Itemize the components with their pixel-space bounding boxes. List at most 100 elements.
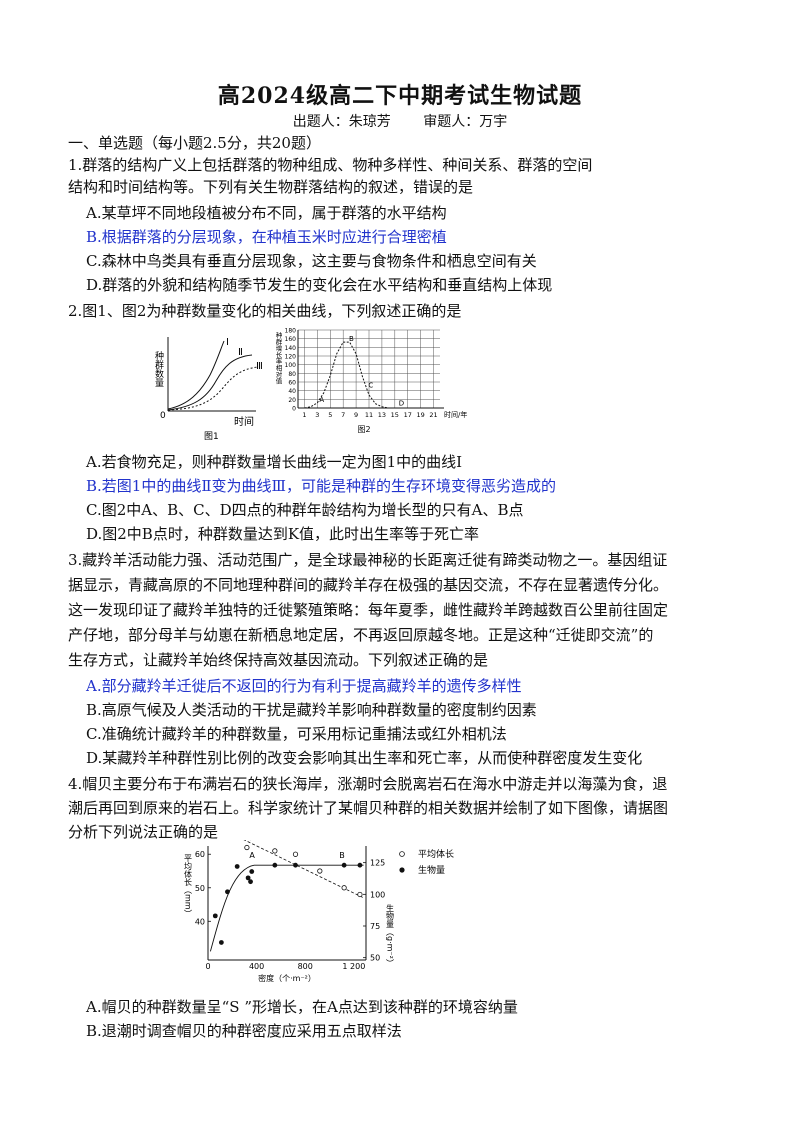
fig2-point-label-D: D [399,400,404,408]
fig2-y-tick-8: 160 [285,336,297,343]
q1-option-b: B.根据群落的分层现象，在种植玉米时应进行合理密植 [86,228,447,246]
fig2-y-tick-4: 80 [288,371,296,378]
fig2-x-tick-10: 21 [429,411,437,419]
fig2-x-tick-8: 17 [404,411,412,419]
fig3-x-tick-3: 1 200 [342,962,365,971]
q4-option-b: B.退潮时调查帽贝的种群密度应采用五点取样法 [86,1022,402,1040]
fig2-y-tick-6: 120 [285,354,297,361]
q3-stem-line1: 3.藏羚羊活动能力强、活动范围广，是全球最神秘的长距离迁徙有蹄类动物之一。基因组… [68,551,668,569]
fig2-y-label: 种群增长率相对值 [274,331,282,386]
fig2-x-tick-5: 11 [365,411,373,419]
fig3-right-tick-label-2: 100 [370,890,385,899]
fig3-length-point-10 [357,891,363,898]
q2-option-d: D.图2中B点时，种群数量达到K值，此时出生率等于死亡率 [86,525,480,543]
fig3-biomass-point-0 [212,913,218,919]
fig3-left-y-label: 平均体长（mm） [184,854,193,918]
fig3-biomass-point-9 [341,862,347,868]
fig2-caption: 图2 [357,425,370,434]
q4-option-a: A.帽贝的种群数量呈“S ”形增长，在A点达到该种群的环境容纳量 [86,998,518,1016]
fig3-biomass-point-7 [272,862,278,868]
fig2-x-tick-0: 1 [302,411,306,419]
fig3-right-tick-label-1: 75 [370,922,380,931]
q3-stem-line4: 产仔地，部分母羊与幼崽在新栖息地定居，不再返回原越冬地。正是这种“迁徙即交流”的 [68,626,654,644]
fig2-y-tick-7: 140 [285,345,297,352]
section-heading: 一、单选题（每小题2.5分，共20题） [68,134,321,152]
fig3-legend-biomass: 生物量 [418,864,445,876]
fig1-y-label: 种群数量 [153,350,164,387]
fig3-biomass-point-5 [248,879,253,885]
fig2-x-tick-7: 15 [391,411,399,419]
q3-option-c: C.准确统计藏羚羊的种群数量，可采用标记重捕法或红外相机法 [86,725,507,743]
fig2-y-tick-5: 100 [285,362,297,369]
fig2-y-tick-9: 180 [285,328,297,335]
fig3-length-point-9 [341,885,347,891]
fig1-curve-3 [167,366,259,411]
fig2-point-label-C: C [368,382,373,390]
fig3-left-tick-label-1: 50 [195,884,205,893]
q2-stem: 2.图1、图2为种群数量变化的相关曲线，下列叙述正确的是 [68,302,462,320]
fig2-y-tick-1: 20 [288,397,296,404]
q3-stem-line5: 生存方式，让藏羚羊始终保持高效基因流动。下列叙述正确的是 [68,651,489,669]
fig3-right-y-label: 生物量（g·m⁻²） [386,903,395,967]
fig3-point-label-A: A [249,851,255,860]
fig3-length-trend [243,840,364,899]
fig3-x-tick-2: 800 [298,962,313,971]
fig3-biomass-point-4 [245,875,251,881]
fig3-biomass-point-1 [218,940,224,945]
fig1-curve-2-label: Ⅱ [238,347,243,358]
fig2-x-tick-9: 19 [416,411,424,419]
fig2-y-tick-3: 60 [288,380,296,387]
fig3-biomass-point-6 [249,869,255,874]
fig2-series-line [304,341,389,409]
fig3-legend-length: 平均体长 [418,848,454,860]
q3-option-d: D.某藏羚羊种群性别比例的改变会影响其出生率和死亡率，从而使种群密度发生变化 [86,749,643,767]
fig3-biomass-point-10 [357,862,363,868]
fig1-curve-2 [167,354,253,411]
q2-option-c: C.图2中A、B、C、D四点的种群年龄结构为增长型的只有A、B点 [86,501,524,519]
reviewer-name: 审题人：万宇 [423,114,508,130]
fig3-biomass-point-3 [234,864,240,869]
fig2-x-tick-4: 9 [354,411,358,419]
fig3-left-tick-label-2: 60 [195,850,205,859]
fig3-length-point-7 [292,851,299,857]
fig3-x-label: 密度（个·m⁻²） [258,973,316,983]
fig1-curve-1 [167,340,225,410]
fig1-curve-1-label: Ⅰ [226,337,229,348]
fig3-x-tick-1: 400 [249,962,264,971]
fig1-origin: 0 [160,411,166,421]
fig2-x-tick-3: 7 [341,411,345,419]
fig2-x-tick-6: 13 [378,411,386,419]
q4-stem-line3: 分析下列说法正确的是 [68,823,219,841]
q4-stem-line2: 潮后再回到原来的岩石上。科学家统计了某帽贝种群的相关数据并绘制了如下图像，请据图 [68,799,669,817]
fig3-length-point-8 [317,868,323,874]
fig3-biomass-point-2 [225,889,230,895]
fig1-caption: 图1 [204,431,219,442]
q1-option-a: A.某草坪不同地段植被分布不同，属于群落的水平结构 [86,204,447,222]
q3-stem-line3: 这一发现印证了藏羚羊独特的迁徙繁殖策略：每年夏季，雌性藏羚羊跨越数百公里前往固定 [68,601,669,619]
exam-title: 高2024级高二下中期考试生物试题 [217,83,583,109]
fig3-legend-biomass-marker [399,867,405,873]
q3-option-a: A.部分藏羚羊迁徙后不返回的行为有利于提高藏羚羊的遗传多样性 [86,677,522,695]
q2-option-b: B.若图1中的曲线Ⅱ变为曲线Ⅲ，可能是种群的生存环境变得恶劣造成的 [86,477,556,495]
fig3-length-point-4 [244,844,250,851]
fig3-x-tick-0: 0 [205,962,210,971]
fig2-x-tick-2: 5 [328,411,332,419]
fig3-biomass-point-8 [293,862,298,868]
q3-option-b: B.高原气候及人类活动的干扰是藏羚羊影响种群数量的密度制约因素 [86,701,537,719]
author-name: 出题人：朱琼芳 [292,114,391,130]
q3-stem-line2: 据显示，青藏高原的不同地理种群间的藏羚羊存在极强的基因交流，不存在显著遗传分化。 [68,576,669,594]
q1-option-d: D.群落的外貌和结构随季节发生的变化会在水平结构和垂直结构上体现 [86,276,553,294]
fig3-left-tick-label-0: 40 [195,917,205,926]
fig2-point-label-B: B [349,335,354,343]
figure-3: 40506070507510012504008001 200AB密度（个·m⁻²… [184,840,454,983]
fig2-point-label-A: A [319,396,324,404]
fig3-length-point-6 [272,848,278,854]
fig2-y-tick-0: 0 [292,406,296,413]
fig3-biomass-curve [209,864,364,952]
q1-option-c: C.森林中鸟类具有垂直分层现象，这主要与食物条件和栖息空间有关 [86,252,537,270]
figure-1: Ⅰ Ⅱ Ⅲ 0 时间 种群数量 图1 [153,337,263,442]
fig2-x-label: 时间/年 [444,410,467,419]
q1-stem-line1: 1.群落的结构广义上包括群落的物种组成、物种多样性、种间关系、群落的空间 [68,156,593,174]
